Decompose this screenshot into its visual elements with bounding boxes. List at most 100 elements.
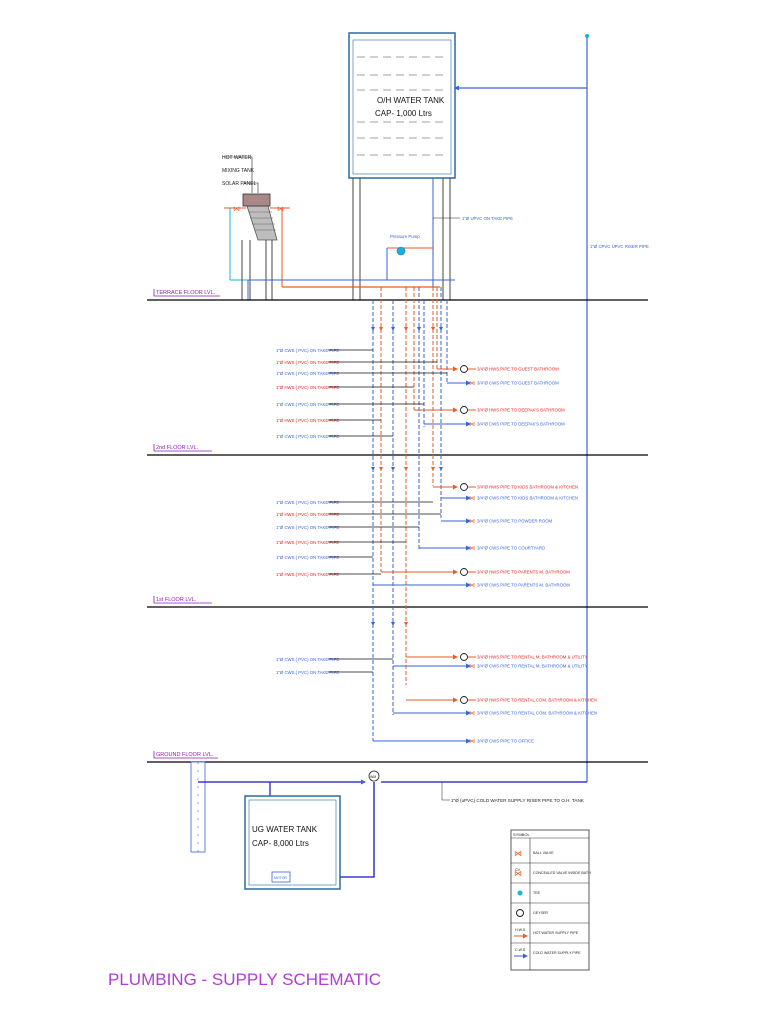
water-meter-tag: WM <box>370 775 376 779</box>
valve-icon: ⋈ <box>469 711 475 717</box>
takeoff-labels: 1"Ø CWS ( PVC) ON TAKE PIPE 1"Ø HWS ( PVC… <box>276 327 447 675</box>
motor-tag: MOTOR <box>274 876 287 880</box>
legend-item-label: BALL VALVE <box>533 851 554 855</box>
terrace-floor-label: TERRACE FLOOR LVL. <box>156 290 216 296</box>
takeoff-label-hot: 1"Ø HWS ( PVC) ON TAKE PIPE <box>276 418 339 423</box>
takeoff-label-cold: 1"Ø CWS ( PVC) ON TAKE PIPE <box>276 500 339 505</box>
flow-arrow-icon <box>417 327 421 331</box>
hot-water-mixing-tank <box>242 193 271 207</box>
outlet-label: 3/4"Ø CWS PIPE TO RENTAL COM. BATHROOM &… <box>477 711 597 716</box>
flow-arrow-icon <box>391 327 395 331</box>
cold-supply-riser: 1"Ø CPVC UPVC RISER PIPE <box>454 34 649 782</box>
geyser-icon <box>460 653 468 661</box>
flow-arrow-icon <box>431 327 435 331</box>
takeoff-label-hot: 1"Ø HWS ( PVC) ON TAKE PIPE <box>276 512 339 517</box>
floor-levels: TERRACE FLOOR LVL. 2nd FLOOR LVL. 1st FL… <box>147 289 648 763</box>
outlet-branches: 3/4"Ø HWS PIPE TO GUEST BATHROOM⋈3/4"Ø C… <box>373 365 597 745</box>
outlet-label: 3/4"Ø CWS PIPE TO OFFICE <box>477 739 534 744</box>
pressure-pump-icon <box>396 246 406 256</box>
outlet-label: 3/4"Ø CWS PIPE TO RENTAL M. BATHROOM & U… <box>477 664 588 669</box>
valve-icon: ⋈ <box>469 519 475 525</box>
outlet-label: 3/4"Ø CWS PIPE TO GUEST BATHROOM <box>477 381 559 386</box>
ground-supply: WM UG WATER TANK CAP- 8,000 Ltrs MOTOR 1… <box>190 761 587 890</box>
first-floor-label: 1st FLOOR LVL. <box>156 597 197 603</box>
flow-arrow-icon <box>431 467 435 471</box>
legend-item-label: CONCEALED VALVE INSIDE BATH <box>533 871 591 875</box>
flow-arrow-icon <box>371 622 375 626</box>
outlet-label: 3/4"Ø CWS PIPE TO COURTYARD <box>477 546 545 551</box>
takeoff-label-cold: 1"Ø CWS ( PVC) ON TAKE PIPE <box>276 402 339 407</box>
ug-water-tank <box>244 795 341 890</box>
oh-tank-capacity: CAP- 1,000 Ltrs <box>375 109 432 118</box>
ground-floor-label: GROUND FLOOR LVL. <box>156 752 214 758</box>
flow-arrow-icon <box>379 467 383 471</box>
solar-panel-label: SOLAR PANEL <box>222 181 257 187</box>
takeoff-label-cold: 1"Ø CWS ( PVC) ON TAKE PIPE <box>276 348 339 353</box>
outlet-label: 3/4"Ø CWS PIPE TO KIDS BATHROOM & KITCHE… <box>477 496 578 501</box>
legend-item-tag: CV <box>515 868 521 872</box>
legend-title: SYMBOL <box>513 832 530 837</box>
flow-arrow-icon <box>404 622 408 626</box>
flow-arrow-icon <box>439 467 443 471</box>
outlet-label: 3/4"Ø CWS PIPE TO POWDER ROOM <box>477 519 553 524</box>
legend-item-tag: H.W.S <box>515 928 526 932</box>
legend-item-label: COLD WATER SUPPLY PIPE <box>533 951 581 955</box>
geyser-icon <box>460 483 468 491</box>
geyser-icon <box>460 406 468 414</box>
outlet-label: 3/4"Ø CWS PIPE TO DEEPAK'S BATHROOM <box>477 422 565 427</box>
valve-mark: ⋈ <box>277 206 284 213</box>
water-meter-icon <box>368 770 380 782</box>
valve-icon: ⋈ <box>469 381 475 387</box>
geyser-icon <box>460 696 468 704</box>
ug-tank-name: UG WATER TANK <box>252 825 318 834</box>
motor-pump <box>271 871 291 883</box>
takeoff-label-hot: 1"Ø HWS ( PVC) ON TAKE PIPE <box>276 385 339 390</box>
ug-tank-capacity: CAP- 8,000 Ltrs <box>252 839 309 848</box>
oh-tank-name: O/H WATER TANK <box>377 96 445 105</box>
valve-icon: ⋈ <box>469 739 475 745</box>
hot-water-label-2: MIXING TANK <box>222 168 255 174</box>
geyser-icon <box>460 568 468 576</box>
flow-arrow-icon <box>391 467 395 471</box>
valve-icon: ⋈ <box>469 583 475 589</box>
flow-arrow-icon <box>439 327 443 331</box>
flow-arrow-icon <box>391 622 395 626</box>
inlet-post <box>190 761 206 853</box>
tee-icon <box>517 890 523 896</box>
geyser-icon <box>516 909 524 917</box>
vertical-risers <box>372 287 448 741</box>
flow-arrow-icon <box>371 327 375 331</box>
takeoff-label-cold: 1"Ø CWS ( PVC) ON TAKE PIPE <box>276 555 339 560</box>
valve-icon: ⋈ <box>469 496 475 502</box>
takeoff-label-cold: 1"Ø CWS ( PVC) ON TAKE PIPE <box>276 670 339 675</box>
valve-icon: ⋈ <box>514 869 522 878</box>
outlet-label: 3/4"Ø HWS PIPE TO PARENTS M. BATHROOM <box>477 570 570 575</box>
takeoff-label-hot: 1"Ø HWS ( PVC) ON TAKE PIPE <box>276 540 339 545</box>
outlet-label: 3/4"Ø HWS PIPE TO RENTAL COM. BATHROOM &… <box>477 698 597 703</box>
takeoff-label-cold: 1"Ø CWS ( PVC) ON TAKE PIPE <box>276 525 339 530</box>
takeoff-label-cold: 1"Ø CWS ( PVC) ON TAKE PIPE <box>276 371 339 376</box>
takeoff-label-cold: 1"Ø CWS ( PVC) ON TAKE PIPE <box>276 657 339 662</box>
supply-riser-note: 1"Ø (uPVC) COLD WATER SUPPLY RISER PIPE … <box>451 798 585 803</box>
flow-arrow-icon <box>404 467 408 471</box>
valve-icon: ⋈ <box>469 664 475 670</box>
valve-icon: ⋈ <box>514 849 522 858</box>
legend-item-label: TEE <box>533 891 541 895</box>
flow-arrow-icon <box>371 467 375 471</box>
outlet-label: 3/4"Ø HWS PIPE TO DEEPAK'S BATHROOM <box>477 408 565 413</box>
legend-item-tag: C.W.S <box>515 948 526 952</box>
outlet-label: 3/4"Ø HWS PIPE TO GUEST BATHROOM <box>477 367 559 372</box>
valve-mark: ⋈ <box>233 206 240 213</box>
terrace-distribution: Pressure Pump 1"Ø UPVC ON TAKE PIPE <box>247 178 513 300</box>
outlet-label: 3/4"Ø HWS PIPE TO KIDS BATHROOM & KITCHE… <box>477 485 578 490</box>
take-pipe-label: 1"Ø UPVC ON TAKE PIPE <box>462 216 513 221</box>
valve-icon: ⋈ <box>469 546 475 552</box>
takeoff-label-hot: 1"Ø HWS ( PVC) ON TAKE PIPE <box>276 360 339 365</box>
outlet-label: 3/4"Ø CWS PIPE TO PARENTS M. BATHROOM <box>477 583 570 588</box>
legend: SYMBOL BALL VALVE ⋈ CONCEALED VALVE INSIDE… <box>510 829 591 971</box>
outlet-label: 3/4"Ø HWS PIPE TO RENTAL M. BATHROOM & U… <box>477 655 588 660</box>
legend-item-label: HOT WATER SUPPLY PIPE <box>533 931 579 935</box>
drawing-title: PLUMBING - SUPPLY SCHEMATIC <box>108 970 381 989</box>
second-floor-label: 2nd FLOOR LVL. <box>156 445 199 451</box>
